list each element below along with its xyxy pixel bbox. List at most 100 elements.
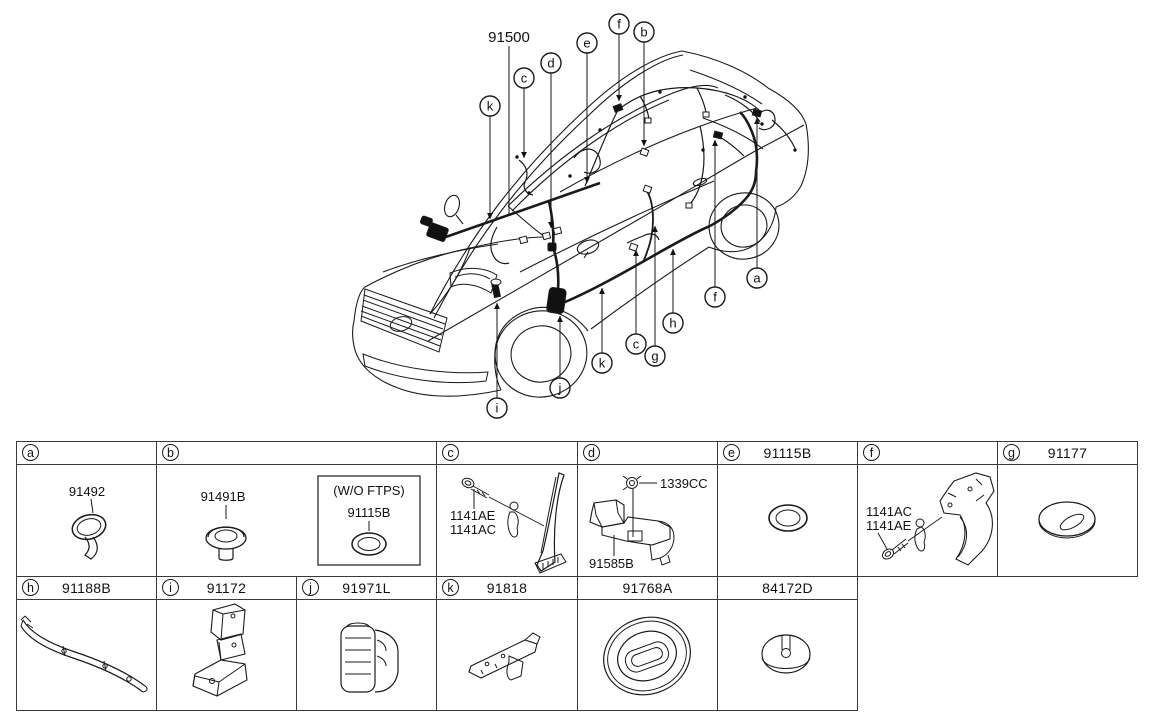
part-drawing-91492: 91492: [69, 484, 107, 560]
part-label-91492: 91492: [69, 484, 105, 499]
part-cell-i: i 91172: [156, 576, 297, 711]
cell-letter-h: h: [22, 579, 39, 596]
callout-top-b: b: [633, 21, 655, 43]
part-number-h: 91188B: [61, 580, 112, 596]
part-cell-91768A: 91768A: [577, 576, 718, 711]
cell-letter-g: g: [1003, 444, 1020, 461]
part-label-91491B: 91491B: [201, 489, 246, 504]
part-cell-h: h 91188B: [16, 576, 157, 711]
callout-bottom-i: i: [486, 397, 508, 419]
svg-text:k: k: [599, 356, 606, 371]
door-handle: [692, 177, 708, 187]
callout-bottom-g: g: [644, 345, 666, 367]
part-drawing-91818: [468, 632, 541, 681]
cell-letter-a: a: [22, 444, 39, 461]
part-cell-b: b 91491B (W/O FTPS) 91115B: [156, 441, 437, 577]
headlight: [449, 267, 498, 294]
bolt-label-2: 1141AE: [866, 518, 912, 533]
part-cell-g: g 91177: [997, 441, 1138, 577]
junction-box: [546, 287, 567, 315]
nut-label: 1339CC: [660, 476, 708, 491]
part-cell-d: d 1339CC 91585B: [577, 441, 718, 577]
part-drawing-91115B-ring: [768, 504, 808, 532]
callout-bottom-k: k: [591, 352, 613, 374]
svg-text:c: c: [521, 71, 528, 86]
part-cell-a: a 91492: [16, 441, 157, 577]
part-cell-k: k 91818: [436, 576, 578, 711]
part-drawing-91188B: [20, 615, 148, 693]
svg-text:b: b: [640, 25, 647, 40]
side-mirror-near: [443, 194, 461, 218]
cell-letter-j: j: [302, 579, 319, 596]
part-cell-84172D: 84172D: [717, 576, 858, 711]
fender-bolt: [491, 282, 501, 299]
side-mirror-far: [576, 239, 600, 255]
callout-top-k: k: [479, 95, 501, 117]
callout-top-c: c: [513, 67, 535, 89]
svg-text:j: j: [558, 381, 562, 396]
main-part-label: 91500: [488, 29, 530, 46]
callout-bottom-a: a: [746, 267, 768, 289]
part-cell-f: f 1141AC 1141AE: [857, 441, 998, 577]
inset-box-wo-ftps: [317, 475, 421, 566]
inset-note: (W/O FTPS): [333, 483, 405, 498]
part-drawing-91585B: 1339CC 91585B: [589, 475, 708, 571]
vehicle-wiring-illustration: 91500 k c d e f b i j k c g h f a: [352, 13, 809, 419]
svg-text:c: c: [633, 337, 640, 352]
bolt-label-2: 1141AC: [450, 522, 496, 537]
part-number-j: 91971L: [342, 580, 391, 596]
cell-letter-k: k: [442, 579, 459, 596]
callout-bottom-h: h: [662, 312, 684, 334]
part-drawing-91768A: [603, 616, 691, 696]
part-drawing-quarter-bolts: 1141AC 1141AE: [866, 472, 995, 566]
part-number-91768A: 91768A: [622, 580, 673, 596]
part-drawing-84172D: [761, 634, 811, 674]
brand-logo: [389, 316, 413, 332]
part-number-84172D: 84172D: [762, 580, 813, 596]
svg-text:i: i: [496, 401, 499, 416]
part-drawing-91491B: 91491B (W/O FTPS) 91115B: [201, 475, 421, 566]
cell-letter-f: f: [863, 444, 880, 461]
part-drawing-pillar-bolts: 1141AE 1141AC: [450, 472, 567, 574]
bolt-label-1: 1141AE: [450, 508, 496, 523]
cell-letter-d: d: [583, 444, 600, 461]
part-cell-c: c 1141AE 1141AC: [436, 441, 578, 577]
callout-bottom-j: j: [549, 377, 571, 399]
svg-text:f: f: [713, 290, 717, 305]
wheels: [494, 192, 780, 398]
cell-letter-c: c: [442, 444, 459, 461]
part-drawing-91971L: [340, 622, 399, 693]
inset-part-label: 91115B: [348, 505, 391, 520]
part-label-91585B: 91585B: [589, 556, 634, 571]
wiring-harness: [419, 87, 797, 315]
part-number-k: 91818: [486, 580, 528, 596]
part-drawing-91172: [192, 603, 248, 697]
cell-letter-e: e: [723, 444, 740, 461]
callout-circles: k c d e f b i j k c g h f a: [479, 13, 768, 419]
part-number-g: 91177: [1047, 445, 1088, 461]
callout-top-e: e: [576, 32, 598, 54]
front-grille: [360, 267, 498, 384]
part-number-e: 91115B: [763, 445, 812, 461]
cell-letter-i: i: [162, 579, 179, 596]
part-drawing-91177: [1038, 501, 1096, 539]
part-cell-j: j 91971L: [296, 576, 437, 711]
car-body-outline: [352, 50, 809, 397]
bolt-label-1: 1141AC: [866, 504, 912, 519]
callout-bottom-c: c: [625, 333, 647, 355]
svg-text:k: k: [487, 99, 494, 114]
svg-text:a: a: [753, 271, 761, 286]
callout-top-d: d: [540, 52, 562, 74]
callout-top-f: f: [608, 13, 630, 35]
cell-letter-b: b: [162, 444, 179, 461]
part-cell-e: e 91115B: [717, 441, 858, 577]
svg-text:f: f: [617, 17, 621, 32]
svg-text:d: d: [547, 56, 554, 71]
svg-text:e: e: [583, 36, 590, 51]
lower-intake: [362, 353, 489, 384]
svg-text:g: g: [651, 349, 658, 364]
callout-bottom-f: f: [704, 286, 726, 308]
part-number-i: 91172: [206, 580, 247, 596]
callout-leader-lines: [487, 34, 760, 398]
